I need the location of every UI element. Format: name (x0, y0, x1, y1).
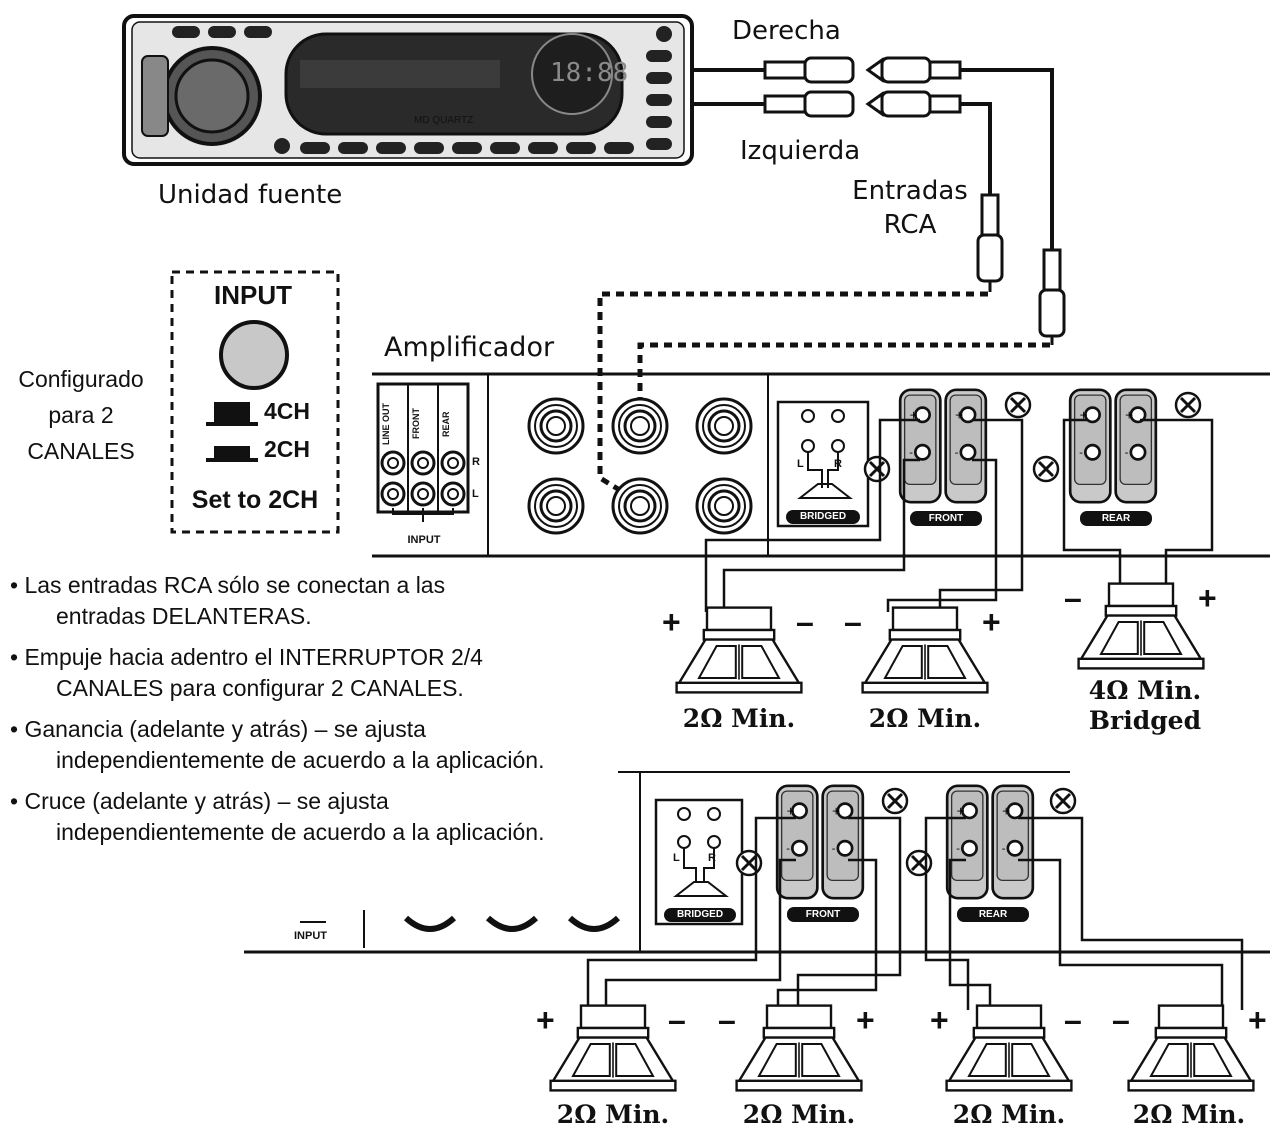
line-out-label: LINE OUT (381, 403, 391, 445)
rca-inputs-label-1: Entradas (852, 176, 968, 206)
speaker-bottom-1-right-sign: – (668, 1002, 686, 1038)
speaker-bottom-4-left-sign: – (1112, 1002, 1130, 1038)
speaker-top-2-right-sign: + (982, 604, 1001, 640)
speaker-top-2 (861, 606, 989, 694)
speaker-bottom-1 (549, 1004, 677, 1092)
bullet-1-line2: entradas DELANTERAS. (56, 603, 312, 629)
speaker-top-3 (1077, 582, 1205, 670)
speaker-top-1-impedance: 2Ω Min. (682, 704, 796, 733)
speaker-bottom-4-impedance: 2Ω Min. (1132, 1100, 1246, 1129)
head-unit-graphic (122, 14, 694, 166)
speaker-bottom-3-impedance: 2Ω Min. (952, 1100, 1066, 1129)
speaker-bottom-3 (945, 1004, 1073, 1092)
switch-box-footer: Set to 2CH (191, 486, 319, 514)
input-label: INPUT (407, 534, 441, 546)
bridged-badge: BRIDGED (799, 511, 847, 522)
bullet-1-line1: Las entradas RCA sólo se conectan a las (24, 572, 446, 598)
speaker-bottom-3-right-sign: – (1064, 1002, 1082, 1038)
head-unit-model: MD QUARTZ (414, 115, 474, 126)
speaker-bottom-1-impedance: 2Ω Min. (556, 1100, 670, 1129)
bullet-3-line1: Ganancia (adelante y atrás) – se ajusta (24, 716, 426, 742)
speaker-bottom-2 (735, 1004, 863, 1092)
speaker-bottom-4 (1127, 1004, 1255, 1092)
speaker-top-2-impedance: 2Ω Min. (868, 704, 982, 733)
speaker-bottom-2-right-sign: + (856, 1002, 875, 1038)
channel-r-label: R (472, 456, 480, 468)
bottom-speaker-wires (586, 816, 1244, 1010)
speaker-bottom-2-left-sign: – (718, 1002, 736, 1038)
switch-box-title: INPUT (214, 280, 292, 310)
switch-4ch-icon (206, 402, 258, 426)
rca-cables (692, 56, 1066, 345)
head-unit-label: Unidad fuente (158, 180, 343, 210)
rear-badge: REAR (1101, 513, 1131, 524)
speaker-bottom-2-impedance: 2Ω Min. (742, 1100, 856, 1129)
rca-right-label: Derecha (732, 16, 841, 46)
bullet-4-line1: Cruce (adelante y atrás) – se ajusta (24, 788, 389, 814)
config-line-1: Configurado (18, 366, 144, 392)
top-speaker-wires (704, 418, 1214, 612)
bullet-4-line2: independientemente de acuerdo a la aplic… (56, 819, 545, 845)
speaker-top-1-left-sign: + (662, 604, 681, 640)
speaker-bottom-1-left-sign: + (536, 1002, 555, 1038)
speaker-top-2-left-sign: – (844, 604, 862, 640)
switch-2ch-label: 2CH (264, 436, 311, 462)
rear-input-label: REAR (441, 411, 451, 437)
front-badge: FRONT (928, 513, 964, 524)
head-unit-display-time: 18:88 (550, 58, 629, 88)
bullet-2-line2: CANALES para configurar 2 CANALES. (56, 675, 464, 701)
speaker-top-3-right-sign: + (1198, 580, 1217, 616)
bottom-front-badge: FRONT (805, 909, 841, 920)
bottom-bridged-l-label: L (673, 852, 680, 864)
speaker-top-3-sub: Bridged (1088, 706, 1202, 735)
bottom-input-label: INPUT (294, 930, 327, 942)
bullet-list: • Las entradas RCA sólo se conectan a la… (10, 570, 544, 848)
speaker-top-1-right-sign: – (796, 604, 814, 640)
bottom-bridged-badge: BRIDGED (676, 909, 724, 920)
input-knob (219, 320, 289, 390)
switch-2ch-icon (206, 446, 258, 462)
amplifier-title: Amplificador (384, 332, 555, 363)
bullet-item: • Las entradas RCA sólo se conectan a la… (10, 570, 544, 632)
speaker-bottom-3-left-sign: + (930, 1002, 949, 1038)
speaker-top-3-left-sign: – (1064, 580, 1082, 616)
switch-4ch-label: 4CH (264, 398, 311, 424)
bullet-item: • Ganancia (adelante y atrás) – se ajust… (10, 714, 544, 776)
rca-left-label: Izquierda (740, 136, 861, 166)
channel-l-label: L (472, 488, 479, 500)
front-input-label: FRONT (411, 408, 421, 440)
input-switch-box-frame (170, 270, 340, 534)
bullet-2-line1: Empuje hacia adentro el INTERRUPTOR 2/4 (24, 644, 483, 670)
amplifier-panel-bottom (244, 771, 1270, 954)
speaker-top-3-impedance: 4Ω Min. (1088, 676, 1202, 705)
bottom-rear-badge: REAR (978, 909, 1008, 920)
config-line-2: para 2 (48, 402, 114, 428)
bridged-r-label: R (834, 458, 842, 470)
speaker-bottom-4-right-sign: + (1248, 1002, 1267, 1038)
bullet-item: • Empuje hacia adentro el INTERRUPTOR 2/… (10, 642, 544, 704)
amplifier-panel-top (372, 372, 1270, 558)
bottom-bridged-r-label: R (708, 852, 716, 864)
rca-inputs-label-2: RCA (883, 210, 937, 240)
bridged-l-label: L (797, 458, 804, 470)
bullet-3-line2: independientemente de acuerdo a la aplic… (56, 747, 545, 773)
bullet-item: • Cruce (adelante y atrás) – se ajusta i… (10, 786, 544, 848)
speaker-top-1 (675, 606, 803, 694)
config-line-3: CANALES (27, 438, 135, 464)
